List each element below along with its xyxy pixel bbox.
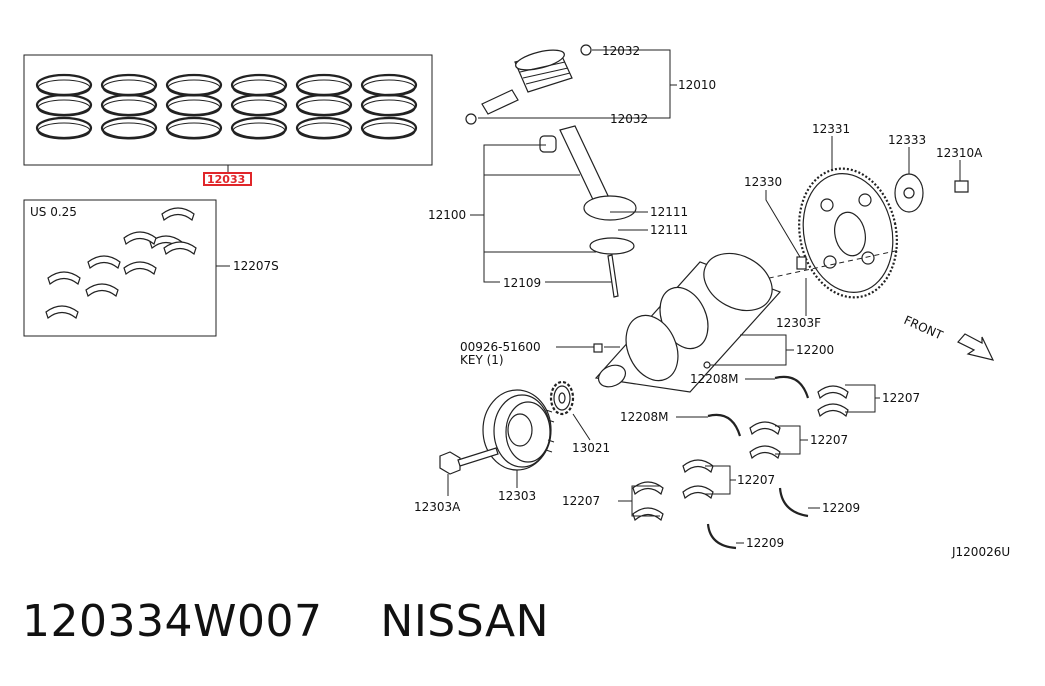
bearing-shell (123, 231, 157, 245)
bearing-shell (47, 271, 81, 285)
flywheel: 12331 12333 12310A 12330 12303F (744, 122, 983, 330)
pulley-bolt: 12303A (414, 447, 499, 514)
crank-pulley: 12303 (482, 389, 555, 503)
thrust-b-label: 12208M (620, 410, 669, 424)
piston-ring (165, 93, 223, 117)
conrod-bolt (607, 254, 619, 298)
piston-ring (230, 73, 288, 97)
piston-label: 12010 (678, 78, 716, 92)
pilot-label: 12330 (744, 175, 782, 189)
piston-ring (360, 116, 418, 140)
piston-ring (360, 73, 418, 97)
piston: 12032 12010 12032 (465, 44, 716, 126)
piston-ring-set: 12033 (23, 54, 433, 186)
bearing-shell (123, 261, 157, 275)
conrod-label: 12100 (428, 208, 466, 222)
flywheel-bolt (954, 180, 969, 193)
crank-sprocket: 13021 (549, 380, 610, 455)
part-number: 120334W007 (22, 596, 323, 647)
piston-ring (100, 73, 158, 97)
piston-ring (295, 93, 353, 117)
ring-set-highlight[interactable] (203, 172, 252, 186)
sprocket-label: 13021 (572, 441, 610, 455)
main-bearing-l-label: 12207 (562, 494, 600, 508)
piston-ring (100, 116, 158, 140)
thrust-a-label: 12208M (690, 372, 739, 386)
piston-ring (230, 93, 288, 117)
snap-ring-top (580, 44, 592, 56)
bearing-b-label: 12111 (650, 223, 688, 237)
ring-set-label: 12033 (207, 173, 245, 186)
undersize-label: US 0.25 (30, 205, 77, 219)
seal-a-label: 12209 (822, 501, 860, 515)
part-caption: 120334W007 NISSAN (22, 596, 549, 647)
diagram-code: J120026U (951, 545, 1010, 559)
flywheel-bolt-label: 12310A (936, 146, 983, 160)
front-arrow-icon (957, 333, 995, 361)
piston-ring (35, 73, 93, 97)
piston-ring (35, 116, 93, 140)
main-bearing-shell (749, 445, 781, 460)
connecting-rod: 12100 12111 12111 12109 (428, 125, 688, 298)
piston-pin (481, 89, 519, 115)
bearing-shell (163, 241, 197, 255)
snap-ring-bottom-label: 12032 (610, 112, 648, 126)
pulley-label: 12303 (498, 489, 536, 503)
main-bearing-shell (632, 481, 664, 496)
small-end-bushing (539, 135, 557, 153)
piston-ring (35, 93, 93, 117)
pulley-bolt-label: 12303A (414, 500, 461, 514)
main-bearings: 12208M 12208M 12207 12207 12207 12207 12… (562, 372, 920, 550)
main-bearing-r3-label: 12207 (737, 473, 775, 487)
snap-ring-bottom (465, 113, 477, 125)
plate-label: 12333 (888, 133, 926, 147)
main-bearing-shell (682, 485, 714, 500)
piston-ring (295, 73, 353, 97)
piston-ring (165, 73, 223, 97)
snap-ring-top-label: 12032 (602, 44, 640, 58)
key-part-label: 00926-51600 (460, 340, 541, 354)
crankshaft-label: 12200 (796, 343, 834, 357)
bearing-shell (161, 207, 195, 221)
flywheel-label: 12331 (812, 122, 850, 136)
pilot-bushing (796, 256, 807, 270)
bearing-shell (87, 255, 121, 269)
main-bearing-shell (817, 385, 849, 400)
main-bearing-shell (749, 421, 781, 436)
piston-ring (165, 116, 223, 140)
brand-name: NISSAN (380, 596, 549, 647)
main-bearing-r2-label: 12207 (810, 433, 848, 447)
crankshaft: 00926-51600 KEY (1) 12200 (460, 252, 834, 393)
bearing-set-box (23, 199, 217, 337)
key-qty-label: KEY (1) (460, 353, 504, 367)
piston-ring (360, 93, 418, 117)
front-label: FRONT (902, 313, 946, 343)
bearing-set-label: 12207S (233, 259, 279, 273)
seal-b-label: 12209 (746, 536, 784, 550)
main-bearing-shell (682, 459, 714, 474)
front-indicator: FRONT (902, 313, 995, 361)
piston-ring (100, 93, 158, 117)
bearing-a-label: 12111 (650, 205, 688, 219)
undersize-bearing-set: US 0.25 12207S (23, 199, 279, 337)
main-bearing-shell (817, 403, 849, 418)
main-bearing-shell (632, 507, 664, 522)
piston-ring (295, 116, 353, 140)
bearing-shell (85, 283, 119, 297)
dowel-label: 12303F (776, 316, 821, 330)
bolt-label: 12109 (503, 276, 541, 290)
woodruff-key (593, 343, 603, 353)
piston-ring (230, 116, 288, 140)
main-bearing-r1-label: 12207 (882, 391, 920, 405)
bearing-shell (45, 305, 79, 319)
